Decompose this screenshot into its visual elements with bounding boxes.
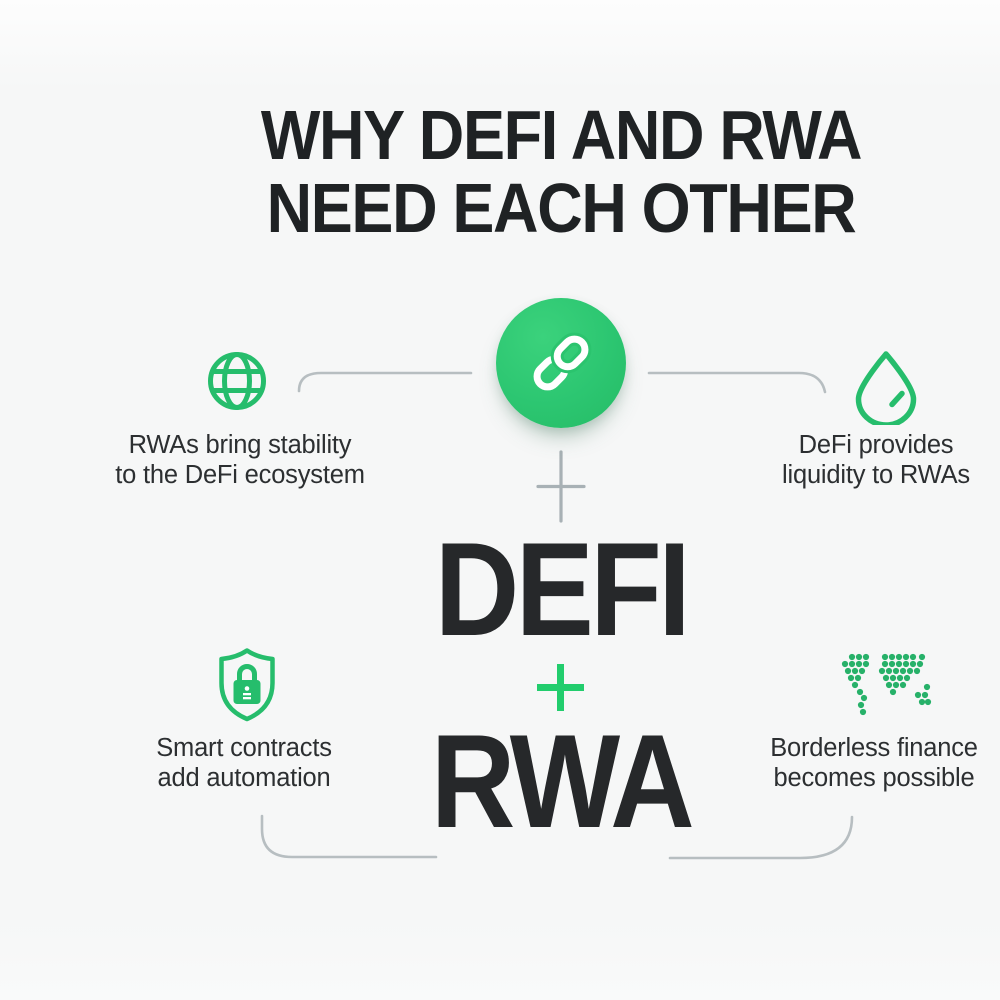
shield-lock-icon: [219, 648, 275, 722]
callout-bottom-left: Smart contracts add automation: [44, 733, 444, 793]
connector-top-right: [647, 371, 827, 394]
callout-top-right-line-1: DeFi provides: [798, 431, 954, 459]
page-title: WHY DEFI AND RWA NEED EACH OTHER: [201, 99, 921, 245]
connector-top-left: [297, 371, 473, 393]
callout-top-right-line-2: liquidity to RWAs: [782, 461, 970, 489]
hub-circle: [496, 298, 626, 428]
callout-top-right: DeFi provides liquidity to RWAs: [676, 430, 1000, 490]
plus-gray-icon: [536, 450, 586, 523]
world-map-icon: [841, 653, 932, 716]
title-line-1: WHY DEFI AND RWA: [260, 96, 863, 174]
callout-bottom-right-line-1: Borderless finance: [770, 734, 978, 762]
connector-bottom-right: [668, 815, 854, 860]
link-icon: [533, 332, 592, 391]
connector-bottom-left: [260, 814, 438, 859]
plus-green-icon: [537, 664, 584, 711]
callout-bottom-left-line-2: add automation: [157, 764, 331, 792]
rwa-word: RWA: [430, 708, 695, 856]
callout-bottom-left-line-1: Smart contracts: [156, 734, 332, 762]
droplet-icon: [855, 351, 917, 425]
callout-bottom-right-line-2: becomes possible: [773, 764, 975, 792]
callout-bottom-right: Borderless finance becomes possible: [674, 733, 1000, 793]
globe-icon: [208, 352, 266, 410]
callout-top-left: RWAs bring stability to the DeFi ecosyst…: [40, 430, 440, 490]
title-line-2: NEED EACH OTHER: [266, 169, 857, 247]
defi-word: DEFI: [434, 516, 691, 664]
callout-top-left-line-1: RWAs bring stability: [128, 431, 352, 459]
callout-top-left-line-2: to the DeFi ecosystem: [115, 461, 365, 489]
